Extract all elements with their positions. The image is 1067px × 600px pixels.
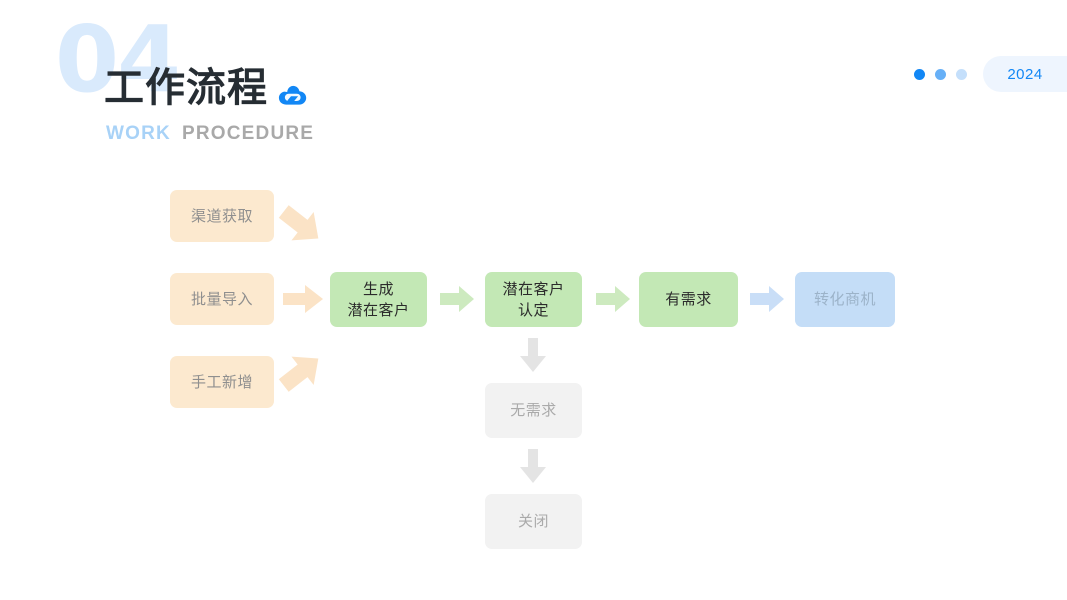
flow-node-has-demand[interactable]: 有需求 <box>639 272 738 327</box>
node-label: 无需求 <box>510 401 557 420</box>
flow-node-channel-acquire[interactable]: 渠道获取 <box>170 190 274 242</box>
node-label-line1: 生成 <box>362 280 394 299</box>
arrow-generate-to-qualify <box>440 285 474 313</box>
page-dot-2[interactable] <box>935 68 946 80</box>
section-number-watermark: 04 <box>55 6 181 113</box>
year-badge: 2024 <box>983 56 1067 92</box>
node-label-line2: 潜在客户 <box>347 300 410 319</box>
flow-node-no-demand[interactable]: 无需求 <box>485 383 582 438</box>
node-label-line2: 认定 <box>517 300 549 319</box>
flow-node-manual-add[interactable]: 手工新增 <box>170 356 274 408</box>
node-label-line1: 转化商机 <box>813 290 876 309</box>
subtitle-procedure: PROCEDURE <box>181 123 315 144</box>
arrow-source-1-down-right <box>271 196 330 255</box>
subtitle-work: WORK <box>106 123 171 144</box>
flow-node-closed[interactable]: 关闭 <box>485 494 582 549</box>
node-label: 批量导入 <box>190 289 253 308</box>
node-label: 渠道获取 <box>190 206 253 225</box>
header-indicator-group: 2024 <box>914 56 1067 92</box>
node-label-line1: 有需求 <box>665 290 712 309</box>
arrow-nodemand-to-close <box>519 449 547 483</box>
node-label: 关闭 <box>517 512 549 531</box>
slide-header: 04 工作流程 WORK PROCEDURE <box>0 0 500 170</box>
arrow-source-3-up-right <box>271 343 330 402</box>
flow-node-generate-lead[interactable]: 生成 潜在客户 <box>330 272 427 327</box>
page-title: 工作流程 <box>104 65 268 111</box>
subtitle: WORK PROCEDURE <box>106 124 314 143</box>
cloud-swirl-logo-icon <box>278 84 308 112</box>
flow-node-lead-qualification[interactable]: 潜在客户 认定 <box>485 272 582 327</box>
node-label: 手工新增 <box>190 372 253 391</box>
page-dot-1[interactable] <box>914 68 925 80</box>
flow-node-batch-import[interactable]: 批量导入 <box>170 273 274 325</box>
node-label-line1: 潜在客户 <box>502 280 565 299</box>
arrow-qualify-to-demand <box>596 285 630 313</box>
flow-node-convert-opportunity[interactable]: 转化商机 <box>795 272 895 327</box>
arrow-qualify-to-nodemand <box>519 338 547 372</box>
page-dot-3[interactable] <box>956 68 967 80</box>
arrow-source-2-right <box>283 284 323 314</box>
arrow-demand-to-opportunity <box>750 285 784 313</box>
